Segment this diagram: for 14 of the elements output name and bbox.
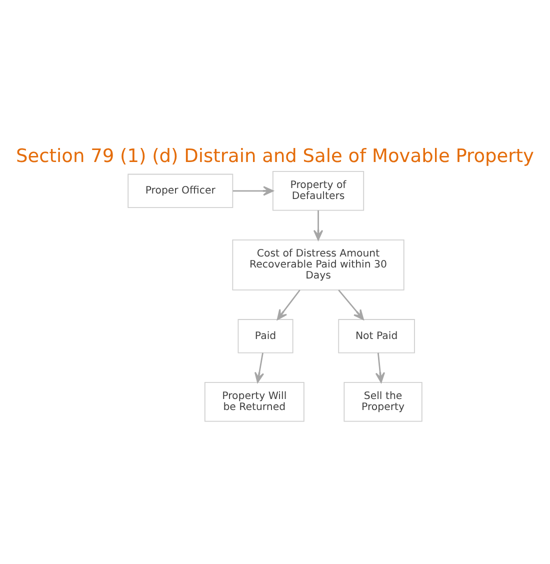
diagram-title: Section 79 (1) (d) Distrain and Sale of Movable Property <box>16 146 534 167</box>
node-box: Property Will be Returned <box>204 381 304 422</box>
node-box: Sell the Property <box>344 381 422 422</box>
node-box: Property of Defaulters <box>272 170 364 210</box>
arrow <box>338 289 364 320</box>
arrow <box>232 186 274 196</box>
arrow <box>254 352 264 382</box>
node-box: Not Paid <box>338 318 415 353</box>
arrow <box>375 352 386 382</box>
node-box: Proper Officer <box>128 173 234 208</box>
node-box: Paid <box>238 318 294 353</box>
arrow <box>276 289 300 320</box>
node-box: Cost of Distress Amount Recoverable Paid within 30 Days <box>232 238 404 290</box>
arrow <box>313 210 324 240</box>
